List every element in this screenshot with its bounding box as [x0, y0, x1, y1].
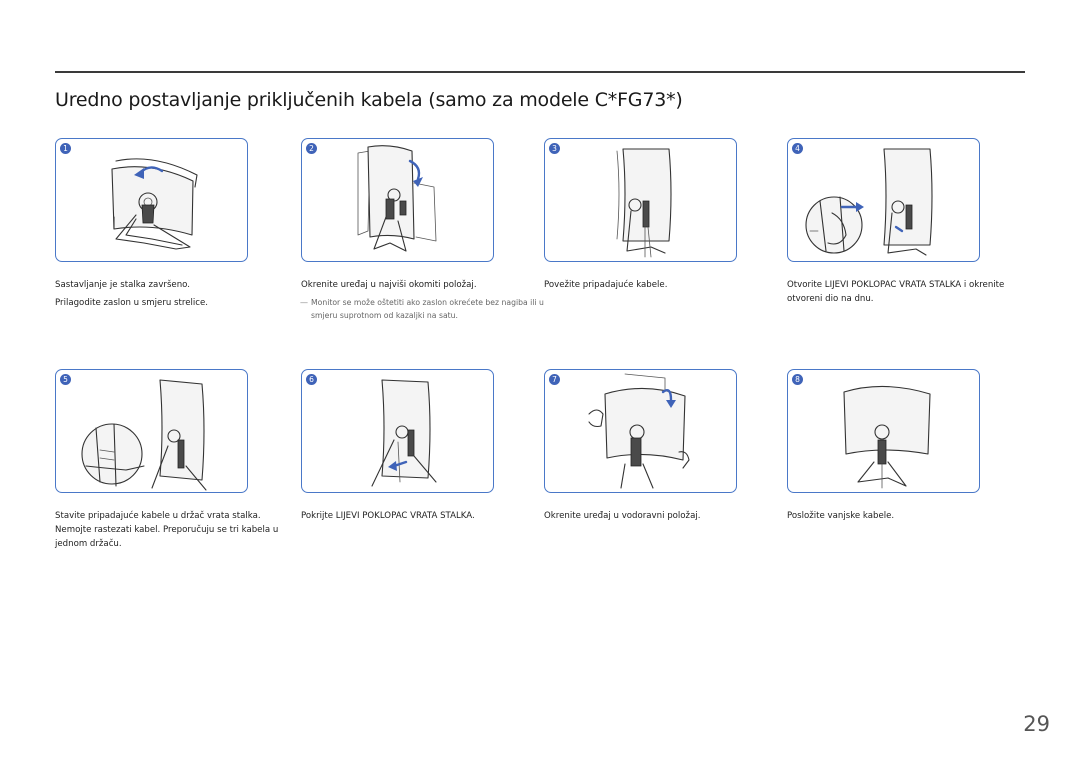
step-7-illustration [588, 373, 690, 489]
step-6-caption: Pokrijte LIJEVI POKLOPAC VRATA STALKA. [301, 511, 475, 521]
step-8-panel: 8 [787, 369, 980, 493]
step-1-caption-2: Prilagodite zaslon u smjeru strelice. [55, 298, 209, 308]
step-3-caption-block: Povežite pripadajuće kabele. [544, 278, 787, 296]
step-4-caption: Otvorite LIJEVI POKLOPAC VRATA STALKA i … [787, 280, 1005, 304]
step-3-panel: 3 [544, 138, 737, 262]
step-2-illustration [357, 145, 437, 252]
step-2-note: Monitor se može oštetiti ako zaslon okre… [300, 296, 544, 322]
step-5-panel: 5 [55, 369, 248, 493]
step-1-caption-block: Sastavljanje je stalka završeno. Prilago… [55, 278, 298, 314]
step-5-caption-block: Stavite pripadajuće kabele u držač vrata… [55, 509, 298, 555]
top-rule [55, 71, 1025, 73]
step-2-badge: 2 [306, 143, 317, 154]
step-7-badge: 7 [549, 374, 560, 385]
step-3-caption: Povežite pripadajuće kabele. [544, 280, 668, 290]
step-1-panel: 1 [55, 138, 248, 262]
page-title: Uredno postavljanje priključenih kabela … [55, 89, 683, 111]
step-2-caption-block: Okrenite uređaj u najviši okomiti položa… [300, 278, 544, 326]
step-5-caption: Stavite pripadajuće kabele u držač vrata… [55, 511, 279, 549]
step-5-illustration [81, 379, 207, 491]
step-7-caption-block: Okrenite uređaj u vodoravni položaj. [544, 509, 787, 527]
step-4-panel: 4 [787, 138, 980, 262]
step-1-caption: Sastavljanje je stalka završeno. [55, 280, 190, 290]
step-6-caption-block: Pokrijte LIJEVI POKLOPAC VRATA STALKA. [301, 509, 544, 527]
page-number: 29 [1023, 712, 1050, 736]
step-7-panel: 7 [544, 369, 737, 493]
step-6-illustration [371, 379, 437, 487]
step-2-caption: Okrenite uređaj u najviši okomiti položa… [301, 280, 477, 290]
step-6-panel: 6 [301, 369, 494, 493]
step-2-panel: 2 [301, 138, 494, 262]
step-7-caption: Okrenite uređaj u vodoravni položaj. [544, 511, 701, 521]
step-8-illustration [843, 385, 931, 489]
step-3-badge: 3 [549, 143, 560, 154]
step-6-badge: 6 [306, 374, 317, 385]
step-8-caption-block: Posložite vanjske kabele. [787, 509, 1030, 527]
step-4-caption-block: Otvorite LIJEVI POKLOPAC VRATA STALKA i … [787, 278, 1030, 310]
step-8-badge: 8 [792, 374, 803, 385]
step-3-illustration [616, 148, 672, 258]
step-4-badge: 4 [792, 143, 803, 154]
step-1-badge: 1 [60, 143, 71, 154]
step-1-illustration [111, 158, 198, 250]
step-8-caption: Posložite vanjske kabele. [787, 511, 895, 521]
step-5-badge: 5 [60, 374, 71, 385]
step-4-illustration [805, 148, 933, 256]
